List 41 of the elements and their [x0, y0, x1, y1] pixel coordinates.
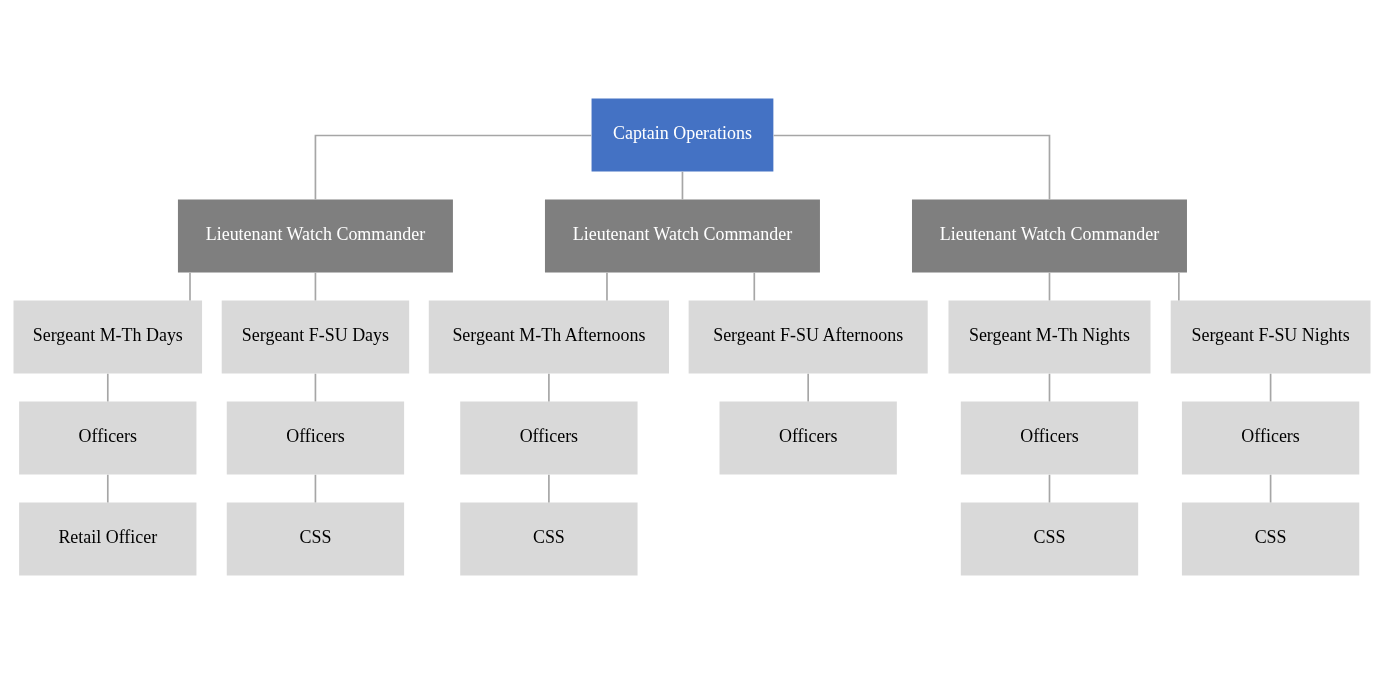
node-box: Sergeant F-SU Days — [221, 300, 410, 373]
node-box: Sergeant F-SU Nights — [1170, 300, 1371, 373]
connector — [606, 271, 608, 301]
connector — [1178, 271, 1180, 301]
connector — [1048, 271, 1051, 301]
node-box: CSS — [460, 502, 638, 575]
node-box: Officers — [719, 401, 897, 474]
connector — [106, 372, 109, 402]
connector — [1269, 473, 1272, 503]
connector — [753, 271, 756, 301]
node-box: Lieutenant Watch Commander — [177, 199, 453, 272]
node-box: CSS — [226, 502, 405, 575]
connector — [681, 170, 684, 200]
node-box: Officers — [1181, 401, 1360, 474]
connector — [1269, 372, 1272, 402]
connector — [807, 372, 809, 402]
connector — [548, 372, 550, 402]
connector — [314, 134, 593, 200]
node-box: Sergeant M-Th Nights — [948, 300, 1151, 373]
node-box: Lieutenant Watch Commander — [544, 199, 820, 272]
node-box: Sergeant F-SU Afternoons — [688, 300, 928, 373]
connector — [548, 473, 550, 503]
node-box: Sergeant M-Th Afternoons — [428, 300, 669, 373]
connector — [772, 134, 1051, 200]
node-box: Officers — [19, 401, 197, 474]
node-box: CSS — [1181, 502, 1360, 575]
connector — [314, 372, 317, 402]
node-box: CSS — [960, 502, 1139, 575]
node-box: Captain Operations — [591, 98, 774, 171]
connector — [314, 473, 317, 503]
node-box: Officers — [460, 401, 638, 474]
node-box: Retail Officer — [19, 502, 197, 575]
node-box: Lieutenant Watch Commander — [912, 199, 1187, 272]
node-box: Officers — [226, 401, 405, 474]
node-box: Officers — [960, 401, 1139, 474]
connector — [106, 473, 109, 503]
connector — [314, 271, 317, 301]
connector — [189, 271, 191, 301]
connector — [1048, 473, 1051, 503]
connector — [1048, 372, 1051, 402]
node-box: Sergeant M-Th Days — [13, 300, 203, 373]
